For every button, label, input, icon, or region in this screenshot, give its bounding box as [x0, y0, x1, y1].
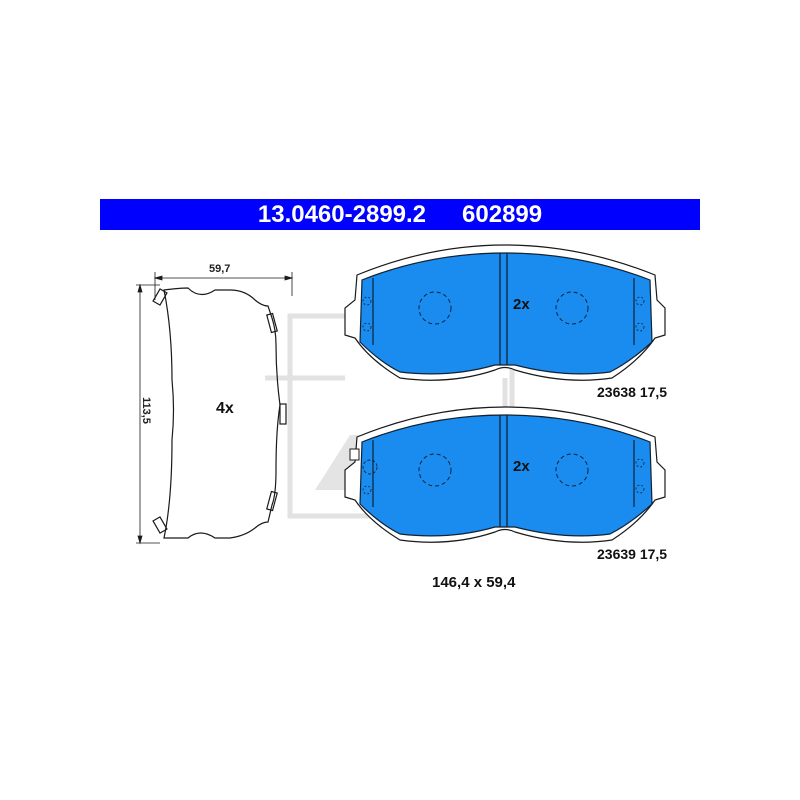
- overall-dimensions: 146,4 x 59,4: [432, 574, 516, 591]
- shim-quantity: 4x: [216, 400, 234, 417]
- part-number-banner: 13.0460-2899.2 602899: [100, 199, 700, 230]
- short-number: 602899: [462, 200, 543, 228]
- brake-pad-bottom-icon: [344, 406, 666, 543]
- pad-bottom-quantity: 2x: [513, 458, 530, 475]
- dimension-lines: [136, 272, 294, 545]
- shim-height-label: 113,5: [140, 397, 152, 424]
- part-number: 13.0460-2899.2: [257, 200, 427, 228]
- shim-width-label: 59,7: [209, 263, 231, 275]
- shim-plate-icon: [152, 287, 287, 539]
- pad-top-quantity: 2x: [513, 296, 530, 313]
- pad-bottom-code: 23639 17,5: [597, 546, 668, 562]
- pad-top-code: 23638 17,5: [597, 384, 668, 400]
- brake-pad-top-icon: [344, 244, 666, 381]
